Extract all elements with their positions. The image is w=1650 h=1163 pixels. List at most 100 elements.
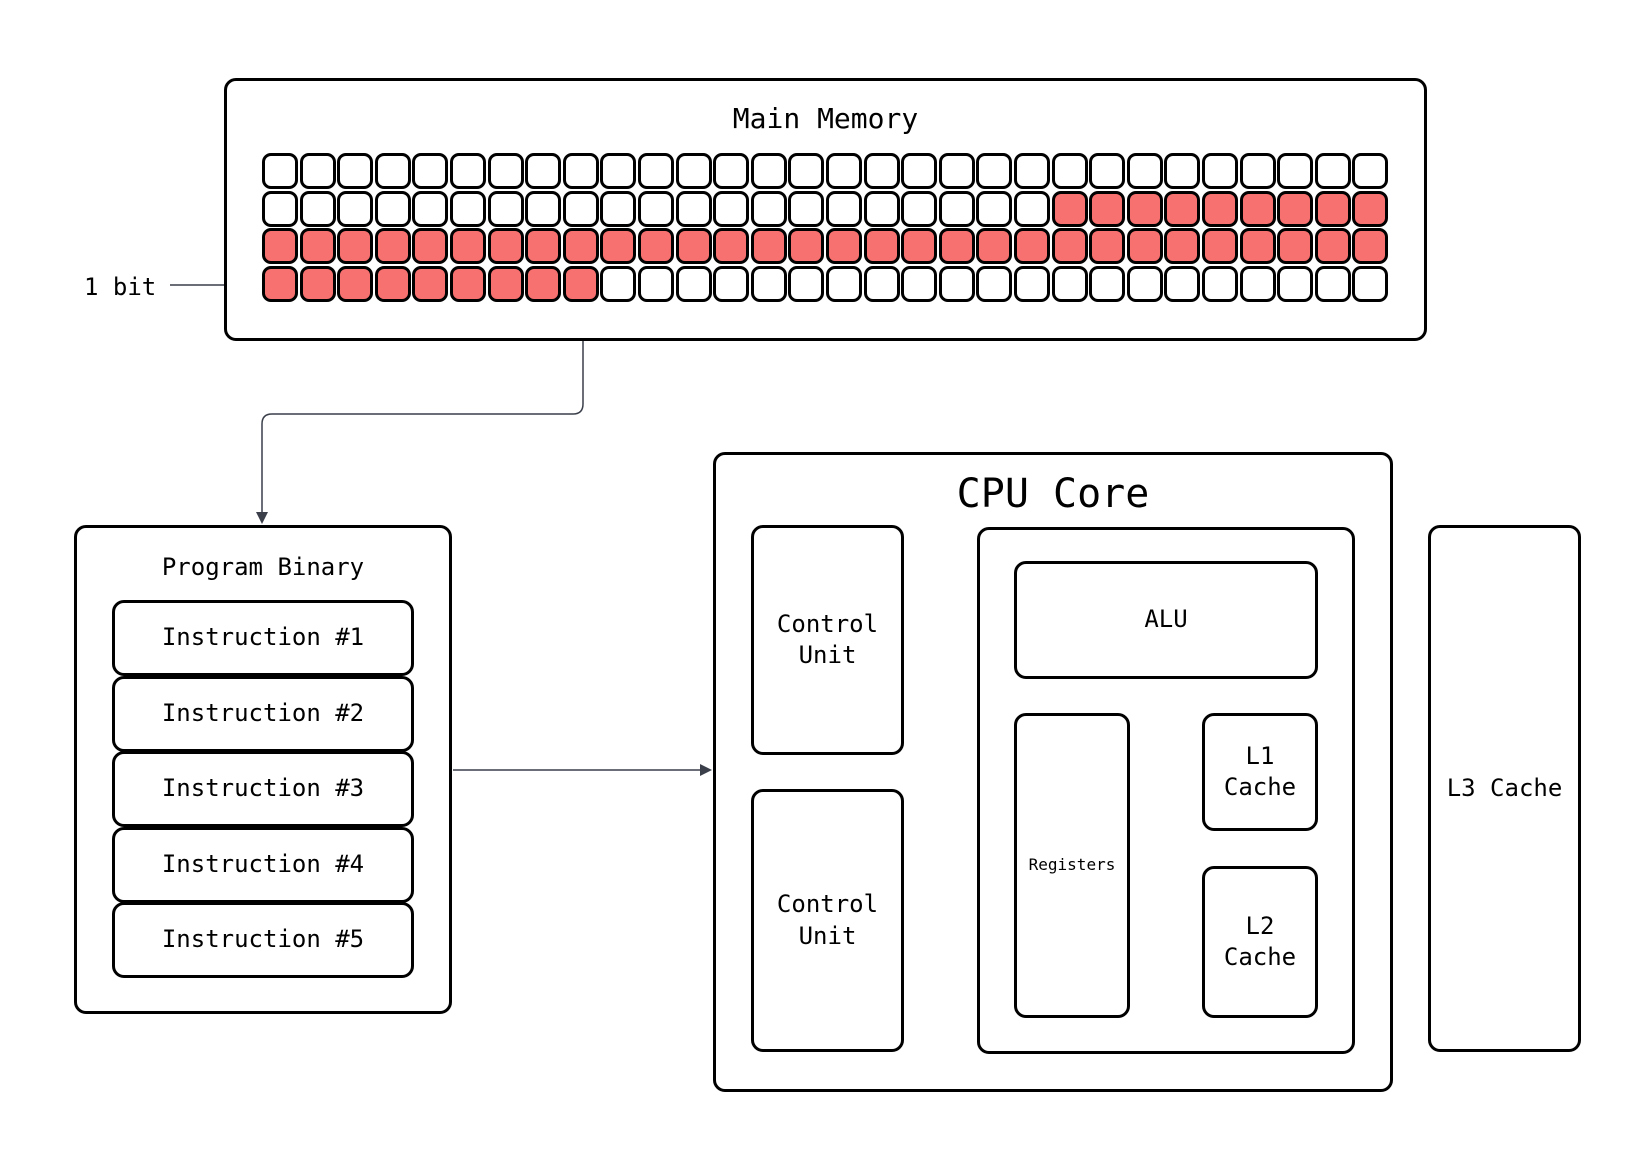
memory-bit (788, 190, 825, 227)
memory-bit (713, 265, 750, 302)
memory-bit (1352, 153, 1389, 189)
memory-bit (1051, 153, 1088, 189)
memory-bit (638, 228, 674, 264)
memory-bit (562, 153, 599, 189)
memory-bit (1051, 228, 1088, 264)
memory-bit (337, 190, 374, 227)
memory-bit (1014, 265, 1050, 302)
memory-bit (299, 228, 336, 264)
memory-bit (1314, 228, 1351, 264)
memory-bit (525, 153, 562, 189)
memory-bit (487, 153, 524, 189)
memory-bit (826, 265, 862, 302)
memory-bit (1051, 265, 1088, 302)
memory-bit (1089, 190, 1126, 227)
memory-bit (525, 265, 562, 302)
memory-bit (638, 153, 674, 189)
memory-bit (863, 265, 900, 302)
memory-bit (976, 190, 1013, 227)
instruction-3: Instruction #3 (112, 751, 414, 827)
l2-cache-box: L2 Cache (1202, 866, 1318, 1018)
memory-bit (901, 153, 938, 189)
memory-bit (487, 265, 524, 302)
memory-bit (713, 190, 750, 227)
memory-bit (1051, 190, 1088, 227)
main-memory-title: Main Memory (732, 102, 919, 135)
memory-bit (976, 153, 1013, 189)
memory-bit (638, 190, 674, 227)
instruction-5: Instruction #5 (112, 902, 414, 978)
memory-bit (750, 153, 787, 189)
memory-bit (1352, 190, 1389, 227)
memory-bit (901, 228, 938, 264)
memory-bit (412, 265, 449, 302)
memory-bit (562, 190, 599, 227)
memory-bit (1126, 153, 1163, 189)
memory-bit (1089, 228, 1126, 264)
memory-bit (562, 265, 599, 302)
memory-bit (1164, 190, 1201, 227)
memory-bit (1314, 265, 1351, 302)
memory-bit (1164, 265, 1201, 302)
memory-bit (1202, 265, 1238, 302)
memory-bit (1014, 190, 1050, 227)
memory-bit (788, 228, 825, 264)
memory-bit (901, 190, 938, 227)
memory-bit (1014, 228, 1050, 264)
memory-bit (826, 190, 862, 227)
memory-bit (600, 265, 637, 302)
memory-bit (901, 265, 938, 302)
memory-bit (600, 153, 637, 189)
memory-bit (788, 153, 825, 189)
registers-box: Registers (1014, 713, 1130, 1018)
memory-bit (938, 153, 975, 189)
memory-bit (1014, 153, 1050, 189)
memory-bit (1239, 153, 1276, 189)
memory-bit (262, 153, 298, 189)
memory-bit (1314, 190, 1351, 227)
control-unit-top: Control Unit (751, 525, 904, 755)
memory-bit (1202, 153, 1238, 189)
memory-bit (450, 265, 486, 302)
memory-bit (600, 190, 637, 227)
memory-bit (337, 265, 374, 302)
bit-label: 1 bit (84, 273, 157, 301)
memory-bit (638, 265, 674, 302)
memory-bit (750, 190, 787, 227)
memory-bit (1239, 190, 1276, 227)
memory-bit (374, 153, 411, 189)
memory-bit (1164, 153, 1201, 189)
memory-bit (450, 228, 486, 264)
memory-bit (1164, 228, 1201, 264)
memory-bit (1089, 153, 1126, 189)
memory-bit (1126, 265, 1163, 302)
instruction-4: Instruction #4 (112, 827, 414, 903)
memory-bit (1126, 228, 1163, 264)
memory-bit (1126, 190, 1163, 227)
memory-bit (412, 190, 449, 227)
memory-bit (1277, 153, 1314, 189)
memory-bit (1239, 228, 1276, 264)
memory-bit (337, 228, 374, 264)
control-unit-bottom: Control Unit (751, 789, 904, 1052)
memory-bit (1277, 265, 1314, 302)
memory-bit (863, 228, 900, 264)
memory-bit (976, 228, 1013, 264)
memory-bit (713, 153, 750, 189)
memory-bit (938, 265, 975, 302)
memory-bit (487, 190, 524, 227)
memory-bit (1277, 190, 1314, 227)
memory-bit (374, 228, 411, 264)
memory-bit (1202, 228, 1238, 264)
memory-bit (1089, 265, 1126, 302)
memory-bit (1352, 228, 1389, 264)
memory-bit (675, 153, 712, 189)
memory-bit (374, 265, 411, 302)
memory-bit (562, 228, 599, 264)
memory-bit (525, 228, 562, 264)
l3-cache-box: L3 Cache (1428, 525, 1581, 1052)
memory-bit (675, 228, 712, 264)
memory-bit (1202, 190, 1238, 227)
memory-bit (938, 190, 975, 227)
memory-bit (826, 228, 862, 264)
